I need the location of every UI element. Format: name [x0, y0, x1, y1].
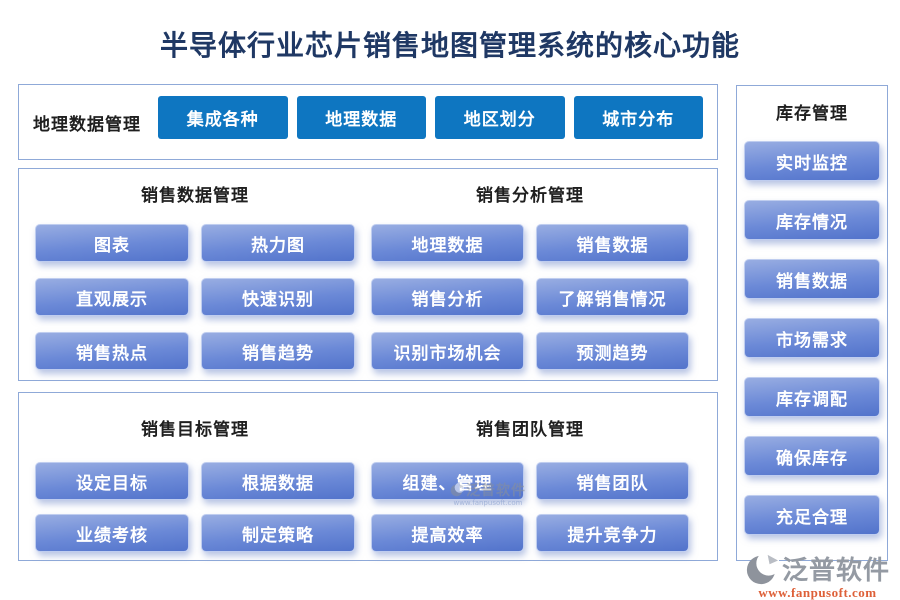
- geo-buttons-row: 集成各种 地理数据 地区划分 城市分布: [158, 96, 703, 139]
- logo-crescent-icon: [745, 551, 779, 586]
- logo-url: www.fanpusoft.com: [758, 585, 877, 600]
- team-chip-improve-efficiency[interactable]: 提高效率: [371, 514, 524, 552]
- geo-data-section: 地理数据管理 集成各种 地理数据 地区划分 城市分布: [18, 84, 718, 160]
- inventory-chip-market-demand[interactable]: 市场需求: [744, 318, 880, 358]
- sales-data-grid: 图表 热力图 直观展示 快速识别 销售热点 销售趋势: [35, 224, 355, 370]
- sales-team-title: 销售团队管理: [476, 420, 584, 440]
- sales-data-chip-heatmap[interactable]: 热力图: [201, 224, 355, 262]
- page-title: 半导体行业芯片销售地图管理系统的核心功能: [159, 29, 740, 62]
- inventory-chip-stock-allocation[interactable]: 库存调配: [744, 377, 880, 417]
- sales-target-grid: 设定目标 根据数据 业绩考核 制定策略: [35, 462, 355, 552]
- analysis-chip-geodata[interactable]: 地理数据: [371, 224, 524, 262]
- analysis-chip-sales-analysis[interactable]: 销售分析: [371, 278, 524, 316]
- sales-analysis-column: 销售分析管理 地理数据 销售数据 销售分析 了解销售情况 识别市场机会 预测趋势: [371, 181, 689, 370]
- team-chip-sales-team[interactable]: 销售团队: [536, 462, 689, 500]
- geo-chip-city-distribution[interactable]: 城市分布: [573, 96, 703, 139]
- sales-target-team-box: 销售目标管理 设定目标 根据数据 业绩考核 制定策略 销售团队管理 组建、管理 …: [18, 392, 718, 561]
- analysis-chip-forecast-trend[interactable]: 预测趋势: [536, 332, 689, 370]
- analysis-chip-market-opportunity[interactable]: 识别市场机会: [371, 332, 524, 370]
- sales-data-column: 销售数据管理 图表 热力图 直观展示 快速识别 销售热点 销售趋势: [35, 181, 355, 370]
- sales-data-chip-visual-display[interactable]: 直观展示: [35, 278, 189, 316]
- sales-data-analysis-box: 销售数据管理 图表 热力图 直观展示 快速识别 销售热点 销售趋势 销售分析管理…: [18, 168, 718, 381]
- inventory-sidebar: 库存管理 实时监控 库存情况 销售数据 市场需求 库存调配 确保库存 充足合理: [736, 85, 888, 561]
- geo-chip-region-division[interactable]: 地区划分: [435, 96, 565, 139]
- sales-target-title: 销售目标管理: [141, 420, 249, 440]
- inventory-title: 库存管理: [776, 104, 848, 124]
- geo-chip-geodata[interactable]: 地理数据: [296, 96, 426, 139]
- sales-data-chip-hotspot[interactable]: 销售热点: [35, 332, 189, 370]
- sales-data-chip-quick-identify[interactable]: 快速识别: [201, 278, 355, 316]
- target-chip-make-strategy[interactable]: 制定策略: [201, 514, 355, 552]
- analysis-chip-understand-sales[interactable]: 了解销售情况: [536, 278, 689, 316]
- sales-data-title: 销售数据管理: [141, 186, 249, 206]
- analysis-chip-salesdata[interactable]: 销售数据: [536, 224, 689, 262]
- inventory-buttons: 实时监控 库存情况 销售数据 市场需求 库存调配 确保库存 充足合理: [737, 141, 887, 535]
- logo-name: 泛普软件: [781, 556, 890, 586]
- target-chip-based-on-data[interactable]: 根据数据: [201, 462, 355, 500]
- inventory-chip-sufficient-reasonable[interactable]: 充足合理: [744, 495, 880, 535]
- inventory-chip-realtime-monitor[interactable]: 实时监控: [744, 141, 880, 181]
- inventory-chip-sales-data[interactable]: 销售数据: [744, 259, 880, 299]
- inventory-chip-ensure-stock[interactable]: 确保库存: [744, 436, 880, 476]
- geo-section-label: 地理数据管理: [33, 114, 141, 135]
- team-chip-competitiveness[interactable]: 提升竞争力: [536, 514, 689, 552]
- sales-team-column: 销售团队管理 组建、管理 销售团队 提高效率 提升竞争力: [371, 415, 689, 552]
- sales-data-chip-trend[interactable]: 销售趋势: [201, 332, 355, 370]
- geo-chip-integrate[interactable]: 集成各种: [158, 96, 288, 139]
- sales-analysis-grid: 地理数据 销售数据 销售分析 了解销售情况 识别市场机会 预测趋势: [371, 224, 689, 370]
- sales-team-grid: 组建、管理 销售团队 提高效率 提升竞争力: [371, 462, 689, 552]
- inventory-chip-stock-status[interactable]: 库存情况: [744, 200, 880, 240]
- target-chip-performance-review[interactable]: 业绩考核: [35, 514, 189, 552]
- sales-data-chip-chart[interactable]: 图表: [35, 224, 189, 262]
- sales-analysis-title: 销售分析管理: [476, 186, 584, 206]
- team-chip-build-manage[interactable]: 组建、管理: [371, 462, 524, 500]
- target-chip-set-goal[interactable]: 设定目标: [35, 462, 189, 500]
- fanpu-logo: 泛普软件 www.fanpusoft.com: [745, 550, 890, 600]
- sales-target-column: 销售目标管理 设定目标 根据数据 业绩考核 制定策略: [35, 415, 355, 552]
